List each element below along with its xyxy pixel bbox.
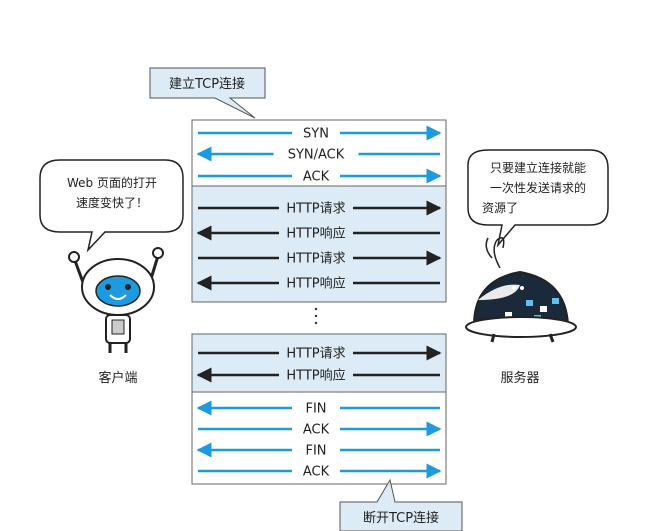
arrow-label: HTTP响应 <box>286 276 345 292</box>
http-panel-2 <box>191 333 447 393</box>
arrow-label: ACK <box>303 465 330 480</box>
arrow-label: HTTP响应 <box>286 226 345 242</box>
server-speech-line-3: 资源了 <box>482 201 518 215</box>
connect-callout-text: 建立TCP连接 <box>169 76 245 92</box>
client-robot-icon <box>68 247 164 353</box>
handshake-arrows: SYN SYN/ACK ACK <box>196 125 442 185</box>
arrow-label: HTTP请求 <box>286 252 345 267</box>
arrow-label: ACK <box>303 170 330 185</box>
server-speech-line-1: 只要建立连接就能 <box>490 160 586 175</box>
client-label: 客户端 <box>98 370 137 386</box>
arrow-label: FIN <box>305 444 326 459</box>
server-robot-icon <box>465 237 577 343</box>
arrow-label: FIN <box>305 402 326 417</box>
arrow-label: HTTP请求 <box>286 347 345 362</box>
arrow-label: ACK <box>303 423 330 438</box>
arrow-label: SYN <box>303 127 329 142</box>
disconnect-callout: 断开TCP连接 <box>339 478 463 531</box>
arrow-label: SYN/ACK <box>288 148 345 163</box>
ellipsis-dots <box>314 307 318 325</box>
server-label: 服务器 <box>500 370 539 386</box>
disconnect-callout-text: 断开TCP连接 <box>363 510 439 526</box>
arrow-label: HTTP请求 <box>286 202 345 217</box>
client-speech-bubble: Web 页面的打开 速度变快了！ <box>39 159 184 253</box>
server-speech-bubble: 只要建立连接就能 一次性发送请求的 资源了 <box>467 149 609 248</box>
connect-callout: 建立TCP连接 <box>149 67 266 119</box>
client-speech-line-1: Web 页面的打开 <box>67 175 157 190</box>
http-arrows-1: HTTP请求 HTTP响应 HTTP请求 HTTP响应 <box>196 200 442 292</box>
http-arrows-2: HTTP请求 HTTP响应 <box>196 345 442 384</box>
server-speech-line-2: 一次性发送请求的 <box>490 180 586 195</box>
client-speech-line-2: 速度变快了！ <box>76 195 148 210</box>
teardown-arrows: FIN ACK FIN ACK <box>196 400 442 480</box>
arrow-label: HTTP响应 <box>286 368 345 384</box>
